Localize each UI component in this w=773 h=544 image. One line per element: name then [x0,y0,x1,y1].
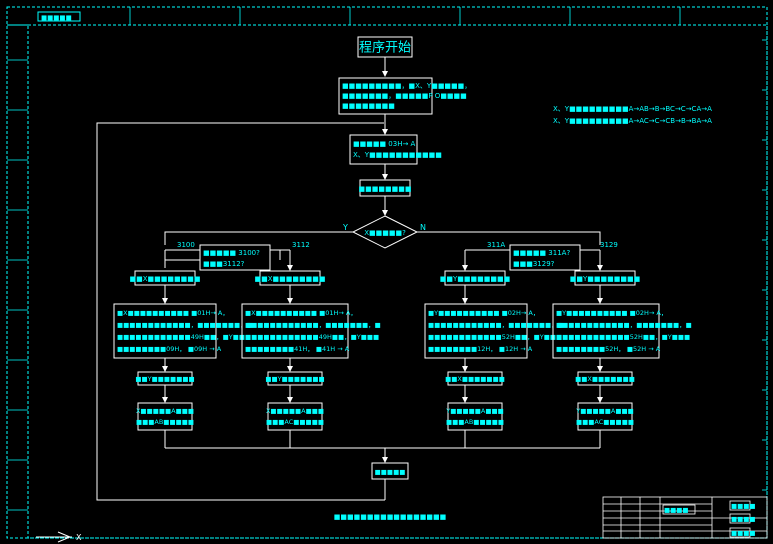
column-1: ■■X■■■■■■■■ ■X■■■■■■■■■■ ■01H→ A， ■■■■■■… [113,270,253,431]
result-3-line-1: Y■■■■■A■■■ [445,407,504,415]
hold-label-3: ■■X■■■■■■■ [445,375,505,383]
decision-no: N [420,223,426,232]
column-2: ■■X■■■■■■■■ ■X■■■■■■■■■■ ■01H→ A， ■■■■■■… [241,270,381,431]
init-line-3: ■■■■■■■■ [342,102,395,110]
decision-diamond [351,215,419,249]
step-4-line-3: ■■■■■■■■■■■■52H■■，■Y■■■ [556,333,690,341]
legend-line-1: X、Y■■■■■■■■■A→AB→B→BC→C→CA→A [553,105,712,113]
result-box-3 [447,402,503,431]
call-subroutine-box [359,179,411,197]
hold-label-4: ■■X■■■■■■■ [575,375,635,383]
result-box-4 [577,402,633,431]
hold-label-1: ■■Y■■■■■■■ [135,375,194,383]
result-1-line-1: X■■■■■A■■■ [136,407,194,415]
top-tab [37,11,81,22]
result-3-line-2: ■■■AB■■■■■ [446,418,504,426]
decision-yes: Y [342,223,348,232]
step-box-4 [552,303,660,359]
flow-lines [96,57,603,501]
sub-label-4: ■■Y■■■■■■■■ [570,275,640,283]
step-4-line-2: ■■■■■■■■■■■■，■■■■■■■，■ [556,321,692,329]
step-2-line-3: ■■■■■■■■■■■■49H■■，■Y■■■ [245,333,379,341]
column-4: ■■Y■■■■■■■■ ■Y■■■■■■■■■■ ■02H→ A， ■■■■■■… [552,270,692,431]
result-2-line-1: X■■■■■A■■■ [266,407,324,415]
step-3-line-1: ■Y■■■■■■■■■■ ■02H→ A， [428,309,539,317]
address-3100: 3100 [177,241,195,249]
init-box [338,77,433,115]
step-2-line-1: ■X■■■■■■■■■■ ■01H→ A， [245,309,357,317]
sub-label-3: ■■Y■■■■■■■■ [440,275,510,283]
step-3-line-4: ■■■■■■■■12H， ■12H → A [428,345,533,353]
hold-label-2: ■■Y■■■■■■■ [265,375,324,383]
right-mid-line-2: ■■■3129? [513,260,555,268]
hold-box-4 [577,371,633,386]
hold-box-3 [447,371,503,386]
diagram-caption: ■■■■■■■■■■■■■■■■■ [334,513,446,521]
result-box-1 [137,402,193,431]
init-line-1: ■■■■■■■■■，■X、Y■■■■■， [342,82,471,90]
sub-label-1: ■■X■■■■■■■■ [130,275,201,283]
start-box-label: 程序开始 [359,41,411,56]
return-label: ■■■■■ [375,468,406,476]
title-block-r2: ■■■■ [731,502,756,510]
call-box-label: ■■■■■■■■ [359,185,412,193]
right-mid-line-1: ■■■■■ 311A? [513,249,570,257]
address-3112: 3112 [292,241,310,249]
result-box-2 [267,402,323,431]
sub-box-1 [134,270,196,286]
sub-label-2: ■■X■■■■■■■■ [255,275,326,283]
result-2-line-2: ■■■AC■■■■■ [266,418,324,426]
hold-box-1 [137,371,193,386]
step-1-line-1: ■X■■■■■■■■■■ ■01H→ A， [117,309,229,317]
title-block [602,496,768,539]
step-4-line-4: ■■■■■■■■52H， ■52H → A [556,345,661,353]
decision-label: X■■■■■? [364,229,406,237]
step-box-3 [424,303,528,359]
title-block-r4: ■■■■ [731,529,756,537]
title-block-r3: ■■■■ [731,515,756,523]
right-mid-box [509,244,581,271]
step-box-1 [113,303,217,359]
title-block-r1: ■■■■ [664,506,689,514]
step-1-line-2: ■■■■■■■■■■■■，■■■■■■■，■ [117,321,253,329]
drawing-frame [6,6,768,539]
axis-x-label: X [76,533,82,542]
left-mid-line-2: ■■■3112? [203,260,245,268]
address-311a: 311A [487,241,505,249]
protect-box [349,134,418,165]
column-3: ■■Y■■■■■■■■ ■Y■■■■■■■■■■ ■02H→ A， ■■■■■■… [424,270,564,431]
ucs-icon [36,531,72,543]
step-3-line-3: ■■■■■■■■■■■■52H■■，■Y■■■ [428,333,562,341]
left-mid-box [199,244,271,271]
step-1-line-4: ■■■■■■■■09H， ■09H → A [117,345,222,353]
return-box [371,462,409,480]
left-mid-line-1: ■■■■■ 3100? [203,249,260,257]
start-box [357,36,413,58]
sub-box-4 [574,270,636,286]
frame-ticks [7,7,767,511]
hold-box-2 [267,371,323,386]
step-2-line-4: ■■■■■■■■41H， ■41H → A [245,345,350,353]
result-1-line-2: ■■■AB■■■■■ [136,418,194,426]
address-3129: 3129 [600,241,618,249]
sub-box-3 [444,270,506,286]
init-line-2: ■■■■■■■，■■■■■P O■■■■ [342,92,467,100]
step-2-line-2: ■■■■■■■■■■■■，■■■■■■■，■ [245,321,381,329]
sub-box-2 [259,270,321,286]
step-1-line-3: ■■■■■■■■■■■■49H■■，■Y■■■ [117,333,251,341]
step-4-line-1: ■Y■■■■■■■■■■ ■02H→ A， [556,309,667,317]
top-tab-label: ■■■■■ [41,14,72,22]
protect-line-2: X、Y■■■■■■■■■■■ [353,151,442,159]
result-4-line-1: Y■■■■■A■■■ [575,407,634,415]
step-3-line-2: ■■■■■■■■■■■■，■■■■■■■，■ [428,321,564,329]
result-4-line-2: ■■■AC■■■■■ [576,418,634,426]
protect-line-1: ■■■■■ 03H→ A [353,140,416,148]
step-box-2 [241,303,349,359]
legend-line-2: X、Y■■■■■■■■■A→AC→C→CB→B→BA→A [553,117,712,125]
